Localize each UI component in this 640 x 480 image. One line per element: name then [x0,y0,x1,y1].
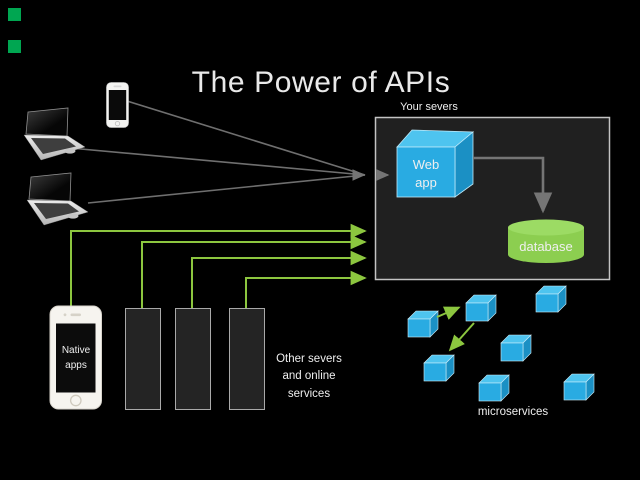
phone-connection-line [126,100,366,176]
client-connection-lines [69,100,366,204]
server1-api-arrow [141,234,367,309]
microservice-link-arrow [436,306,461,320]
microservice-cube-icon [500,334,532,362]
microservice-cube-icon [478,374,510,402]
server2-api-arrow [191,250,367,309]
laptop-icon [23,107,86,161]
webapp-to-database-arrow [473,156,553,214]
microservice-link-arrow [448,322,475,352]
database-label: database [519,239,573,254]
microservices-label: microservices [477,406,549,418]
your-servers-label: Your severs [400,101,458,113]
native-app-api-arrow [70,223,367,307]
laptop1-connection-line [69,147,366,176]
microservice-cube-icon [407,310,439,338]
web-app-cube-icon [396,129,475,198]
slide-title: The Power of APIs [191,66,451,99]
smartphone-icon [106,82,129,128]
microservice-cube-icon [563,373,595,401]
other-server-racks [125,308,265,410]
native-apps-label: Native apps [61,345,91,371]
database-cylinder-icon [508,219,584,263]
microservice-cube-icon [465,294,497,322]
native-apps-phone-icon [49,305,102,410]
laptop-icon [26,172,89,226]
api-call-arrows [70,223,367,309]
laptop2-connection-line [87,174,366,204]
server-rack-icon [175,308,211,410]
microservices-cluster [407,285,595,402]
glitch-artifact [8,40,21,53]
web-app-label: Web app [412,157,440,191]
server-rack-icon [229,308,265,410]
glitch-artifact [8,8,21,21]
microservice-cube-icon [535,285,567,313]
server3-api-arrow [245,270,367,309]
other-servers-label: Other severs and online services [276,353,342,400]
microservice-cube-icon [423,354,455,382]
server-rack-icon [125,308,161,410]
